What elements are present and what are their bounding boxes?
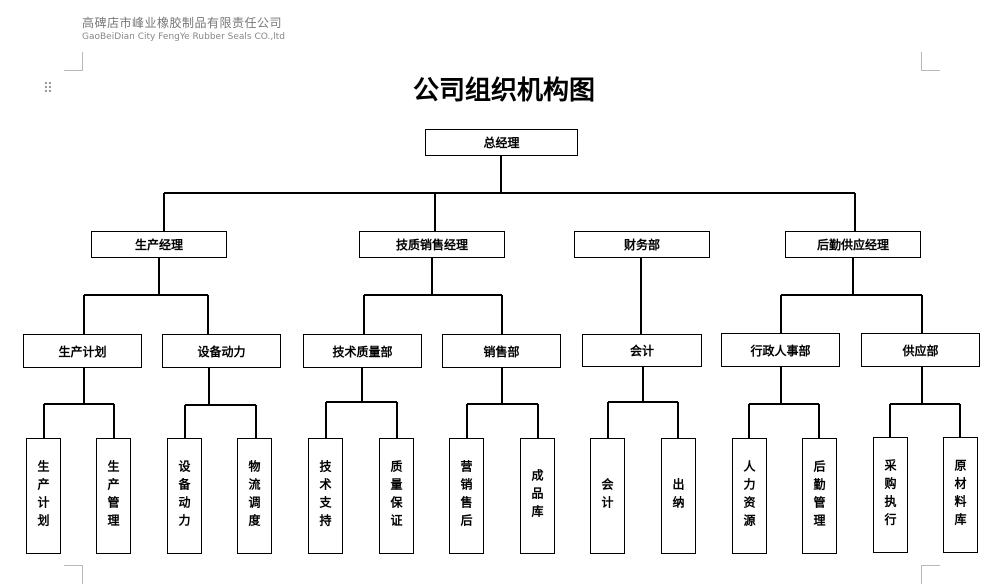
org-node-manager: 技质销售经理: [359, 231, 505, 258]
company-name-en: GaoBeiDian City FengYe Rubber Seals CO.,…: [82, 32, 285, 42]
org-node-unit: 原材料库: [943, 437, 978, 553]
margin-corner-top-left: [64, 52, 83, 71]
org-node-unit: 技术支持: [308, 438, 343, 554]
org-node-unit: 生产管理: [96, 438, 131, 554]
org-node-department: 供应部: [861, 333, 980, 367]
org-node-department: 销售部: [442, 334, 561, 368]
org-node-department: 行政人事部: [721, 333, 840, 367]
org-node-unit: 人力资源: [732, 438, 767, 554]
org-node-unit: 物流调度: [237, 438, 272, 554]
company-name-cn: 高碑店市峰业橡胶制品有限责任公司: [82, 16, 283, 30]
connector-lines: [43, 156, 961, 438]
org-node-unit: 生产计划: [26, 438, 61, 554]
drag-handle-icon[interactable]: ⠿: [42, 81, 54, 97]
margin-corner-top-right: [921, 52, 940, 71]
org-node-department: 会计: [582, 334, 702, 367]
org-node-manager: 财务部: [574, 231, 710, 258]
page-title: 公司组织机构图: [412, 76, 595, 106]
org-node-root: 总经理: [425, 129, 578, 156]
org-node-manager: 生产经理: [91, 231, 227, 258]
org-node-department: 生产计划: [23, 334, 142, 368]
org-node-unit: 成品库: [520, 438, 555, 554]
org-node-unit: 会计: [590, 438, 625, 554]
org-node-department: 技术质量部: [303, 334, 422, 368]
org-node-unit: 出纳: [661, 438, 696, 554]
org-node-unit: 营销售后: [449, 438, 484, 554]
org-node-unit: 设备动力: [167, 438, 202, 554]
org-node-manager: 后勤供应经理: [785, 231, 921, 258]
org-node-unit: 质量保证: [379, 438, 414, 554]
org-node-department: 设备动力: [162, 334, 281, 368]
org-node-unit: 采购执行: [873, 437, 908, 553]
org-node-unit: 后勤管理: [802, 438, 837, 554]
